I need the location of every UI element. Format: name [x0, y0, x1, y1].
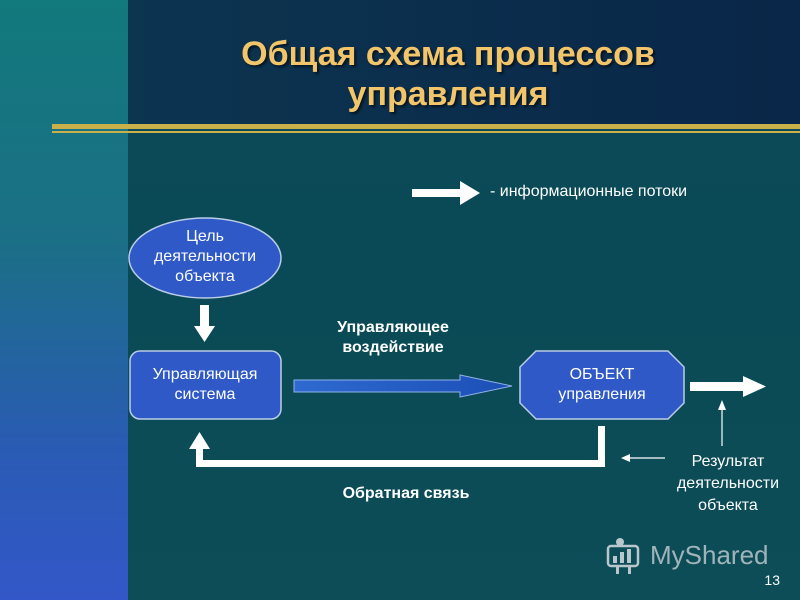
result-label-line: объекта [698, 497, 758, 514]
control-system-label: Управляющая система [132, 365, 278, 405]
control-system-label-line: система [174, 386, 236, 403]
header-band [128, 0, 800, 124]
object-node [519, 350, 685, 420]
result-label-line: деятельности [676, 475, 780, 492]
goal-to-system-arrow [194, 305, 215, 342]
feedback-label: Обратная связь [342, 485, 470, 502]
result-left-arrow [621, 454, 665, 462]
goal-node [128, 217, 282, 299]
control-system-node [129, 350, 282, 420]
result-up-arrow [718, 400, 726, 446]
output-arrow [690, 376, 766, 397]
legend-label: - информационные потоки [490, 183, 688, 200]
result-label: Результат деятельности объекта [655, 451, 800, 517]
title-line-1: Общая схема процессов [241, 35, 655, 73]
object-label-line: ОБЪЕКТ [569, 366, 635, 383]
watermark-text: MyShared [650, 540, 769, 570]
feedback-arrow [189, 426, 605, 467]
control-action-label-line: Управляющее [337, 319, 449, 336]
control-action-arrow [293, 374, 513, 398]
goal-label-line: деятельности [153, 248, 257, 265]
title-rule-thick [52, 124, 800, 129]
title-line-2: управления [347, 75, 549, 113]
control-action-label-line: воздействие [342, 339, 444, 356]
object-label-line: управления [558, 386, 646, 403]
result-label-line: Результат [691, 453, 765, 470]
slide-title: Общая схема процессов управления [128, 34, 768, 114]
title-rule-thin [52, 131, 800, 133]
goal-label-line: объекта [175, 268, 235, 285]
goal-label-line: Цель [186, 228, 224, 245]
legend-arrow [412, 181, 480, 205]
sidebar-band [0, 0, 128, 600]
goal-label: Цель деятельности объекта [140, 227, 270, 287]
page-number: 13 [764, 572, 780, 588]
control-action-label: Управляющее воздействие [300, 318, 486, 358]
control-system-label-line: Управляющая [152, 366, 258, 383]
myshared-logo-icon [606, 538, 640, 574]
object-label: ОБЪЕКТ управления [523, 365, 681, 405]
